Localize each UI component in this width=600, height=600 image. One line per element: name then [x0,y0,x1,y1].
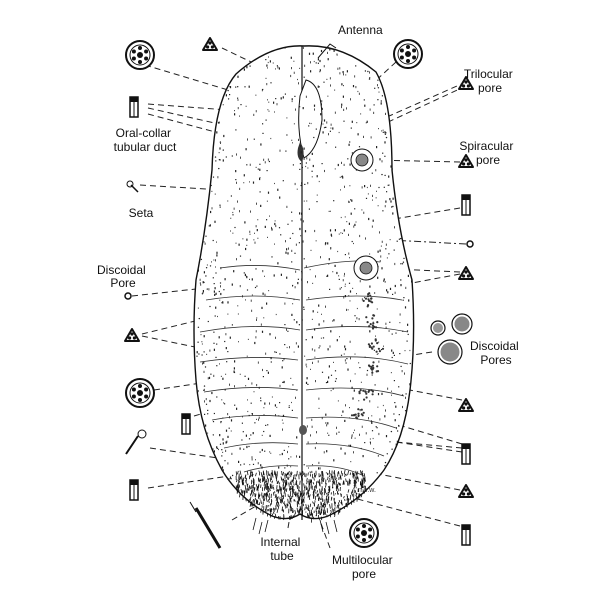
internal-tube-icon [189,501,222,549]
tubular-duct-icon [461,524,471,546]
segment-line [199,326,301,333]
spiracular-pore-label: Spiracular pore [459,139,516,167]
leader-line [147,103,229,111]
discoidal-pore-large-icon [451,313,473,335]
trilocular-pore-icon [124,328,140,342]
trilocular-pore-icon [458,266,474,280]
internal-tube-label: Internal tube [260,535,303,563]
leader-line [357,469,461,491]
discoidal-pore-icon [124,292,132,300]
tubular-duct-icon [181,413,191,435]
segment-line [219,265,301,271]
inner-discoidal-clusters [299,292,385,435]
multilocular-pore-icon [349,518,379,548]
leader-line [149,447,219,459]
segment-line [305,465,365,477]
segment-line [243,465,299,473]
trilocular-pore-icon [202,37,218,51]
segment-line [305,387,405,397]
tubular-duct-icon [129,479,139,501]
seta-label: Seta [129,206,154,220]
discoidal-pore-large-icon [437,339,463,365]
tubular-duct-icon [129,96,139,118]
trilocular-pore-icon [458,484,474,498]
segment-line [203,387,299,393]
trilocular-pore-label: Trilocular pore [464,67,516,95]
leader-line [144,64,249,97]
trilocular-pore-icon [458,398,474,412]
segment-line [199,357,299,363]
trilocular-pore-icon [458,154,474,168]
leader-line [139,184,223,191]
multilocular-pore-icon [393,39,423,69]
discoidal-pore-label: Discoidal Pore [97,263,149,290]
multilocular-pore-icon [125,378,155,408]
segment-line [305,443,385,457]
leader-line [131,287,206,297]
spiracle-posterior [353,255,379,281]
seta-icon [126,180,139,193]
oral-collar-label: Oral-collar tubular duct [114,126,177,154]
segment-line [305,295,403,301]
multilocular-pore-icon [125,40,155,70]
segment-line [305,416,397,429]
segment-line [223,442,299,449]
leader-line [153,379,223,391]
body-segments [199,260,409,477]
spiracle-anterior [350,148,374,172]
segment-line [211,415,299,421]
discoidal-pore-large-icon [430,320,446,336]
artist-signature: n.s.w. [358,487,376,494]
multilocular-pore-label: Multilocular pore [332,553,396,581]
mouth-opening [297,142,304,162]
segment-line [305,356,409,365]
tubular-duct-icon [461,443,471,465]
tubular-duct-icon [461,194,471,216]
antenna-label: Antenna [338,23,383,37]
discoidal-pores-label: Discoidal Pores [470,339,522,367]
segment-line [205,295,301,301]
leader-line [381,419,463,445]
leader-line [231,505,257,521]
segment-line [305,326,409,333]
seta-icon [125,429,147,455]
mouthparts [298,79,323,159]
discoidal-pore-icon [466,240,474,248]
anal-lobe-hatching [235,469,366,535]
antenna-shape [317,43,337,59]
